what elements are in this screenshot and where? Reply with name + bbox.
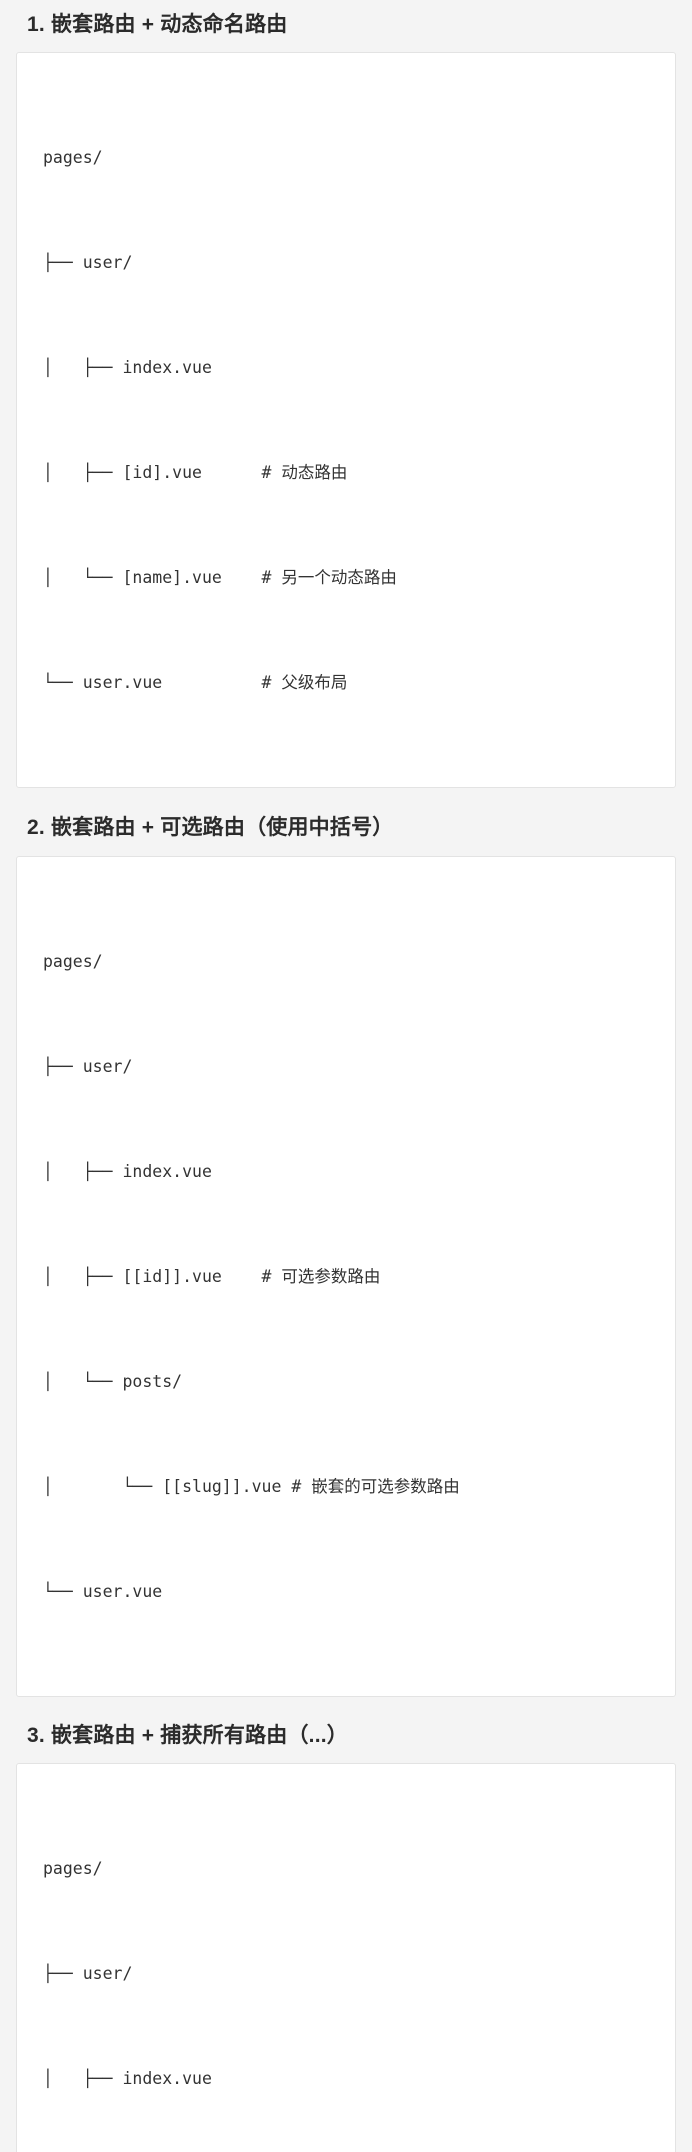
code-line: │ └── posts/ xyxy=(43,1364,675,1399)
section-1-heading: 1. 嵌套路由 + 动态命名路由 xyxy=(16,0,676,38)
section-2-heading: 2. 嵌套路由 + 可选路由（使用中括号） xyxy=(16,788,676,841)
code-line: │ ├── index.vue xyxy=(43,350,675,385)
code-line: ├── user/ xyxy=(43,245,675,280)
section-nested-dynamic-named: 1. 嵌套路由 + 动态命名路由 pages/ ├── user/ │ ├── … xyxy=(16,0,676,788)
code-line: └── user.vue # 父级布局 xyxy=(43,665,675,700)
code-line: pages/ xyxy=(43,140,675,175)
code-line: pages/ xyxy=(43,944,675,979)
section-3-heading: 3. 嵌套路由 + 捕获所有路由（...） xyxy=(16,1697,676,1749)
code-line: ├── user/ xyxy=(43,1049,675,1084)
section-nested-catch-all: 3. 嵌套路由 + 捕获所有路由（...） pages/ ├── user/ │… xyxy=(16,1697,676,2152)
code-card-1: pages/ ├── user/ │ ├── index.vue │ ├── [… xyxy=(16,52,676,788)
code-line: │ └── [name].vue # 另一个动态路由 xyxy=(43,560,675,595)
code-card-2: pages/ ├── user/ │ ├── index.vue │ ├── [… xyxy=(16,856,676,1697)
code-block-2: pages/ ├── user/ │ ├── index.vue │ ├── [… xyxy=(17,857,675,1696)
code-line: │ ├── [id].vue # 动态路由 xyxy=(43,455,675,490)
code-card-3: pages/ ├── user/ │ ├── index.vue │ ├── [… xyxy=(16,1763,676,2152)
code-line: └── user.vue xyxy=(43,1574,675,1609)
code-block-3: pages/ ├── user/ │ ├── index.vue │ ├── [… xyxy=(17,1764,675,2152)
code-line: │ ├── index.vue xyxy=(43,1154,675,1189)
code-line: │ ├── index.vue xyxy=(43,2061,675,2096)
page-root: 1. 嵌套路由 + 动态命名路由 pages/ ├── user/ │ ├── … xyxy=(0,0,692,1076)
section-nested-optional: 2. 嵌套路由 + 可选路由（使用中括号） pages/ ├── user/ │… xyxy=(16,788,676,1696)
code-line: │ └── [[slug]].vue # 嵌套的可选参数路由 xyxy=(43,1469,675,1504)
code-line: │ ├── [[id]].vue # 可选参数路由 xyxy=(43,1259,675,1294)
code-block-1: pages/ ├── user/ │ ├── index.vue │ ├── [… xyxy=(17,53,675,787)
code-line: pages/ xyxy=(43,1851,675,1886)
code-line: ├── user/ xyxy=(43,1956,675,1991)
